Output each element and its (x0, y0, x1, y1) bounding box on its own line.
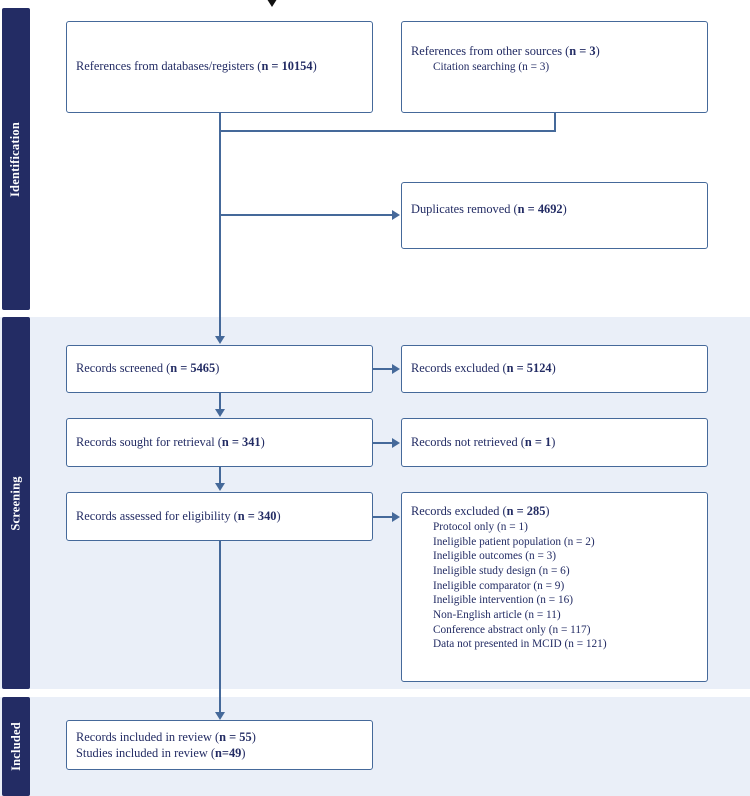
databases-text: References from databases/registers ( (76, 59, 262, 74)
sought-tail: ) (260, 434, 265, 449)
box-duplicates-removed: Duplicates removed (n = 4692) (401, 182, 708, 249)
arrow-screened-excluded-icon (392, 364, 400, 374)
not-retrieved-count: n = 1 (524, 434, 552, 449)
screened-excluded-tail: ) (551, 361, 556, 376)
box-references-from-other-sources: References from other sources (n = 3) Ci… (401, 21, 708, 113)
screened-text: Records screened ( (76, 361, 171, 376)
included-records-count: n = 55 (219, 730, 252, 744)
included-records-tail: ) (251, 730, 256, 744)
box-records-included-in-review: Records included in review (n = 55) Stud… (66, 720, 373, 770)
arrow-eligibility-excluded-icon (392, 512, 400, 522)
exclusion-reason: Non-English article (n = 11) (433, 608, 561, 621)
included-line-2: Studies included in review (n=49) (76, 746, 363, 762)
screened-tail: ) (215, 361, 220, 376)
connector-screened-to-sought (219, 393, 221, 410)
connector-assessed-to-included (219, 541, 221, 714)
box-references-from-databases: References from databases/registers (n =… (66, 21, 373, 113)
exclusion-reason: Protocol only (n = 1) (433, 520, 528, 533)
screened-excluded-count: n = 5124 (506, 361, 552, 376)
other-sources-citation-searching: Citation searching (n = 3) (433, 60, 550, 73)
duplicates-text-line: Duplicates removed (n = 4692) (411, 202, 698, 218)
screened-text-line: Records screened (n = 5465) (76, 361, 219, 377)
phase-label-screening: Screening (8, 475, 23, 531)
screened-excluded-text: Records excluded ( (411, 361, 507, 376)
included-studies-text: Studies included in review ( (76, 745, 216, 760)
arrow-to-duplicates-icon (392, 210, 400, 220)
exclusion-reason: Ineligible patient population (n = 2) (433, 535, 595, 548)
box-records-assessed-for-eligibility: Records assessed for eligibility (n = 34… (66, 492, 373, 541)
not-retrieved-text-line: Records not retrieved (n = 1) (411, 435, 555, 451)
connector-assessed-to-excluded (373, 516, 393, 518)
connector-sought-to-not-retrieved (373, 442, 393, 444)
phase-label-included: Included (8, 722, 23, 771)
box-records-excluded-screening: Records excluded (n = 5124) (401, 345, 708, 393)
phase-bar-identification: Identification (2, 8, 30, 310)
included-studies-count: n=49 (215, 745, 242, 760)
sought-text-line: Records sought for retrieval (n = 341) (76, 435, 265, 451)
assessed-text: Records assessed for eligibility ( (76, 508, 238, 523)
duplicates-tail: ) (562, 202, 567, 216)
screened-count: n = 5465 (170, 361, 216, 376)
eligibility-excluded-text: Records excluded ( (411, 504, 507, 518)
exclusion-reason: Ineligible outcomes (n = 3) (433, 550, 557, 563)
arrow-screened-to-sought-icon (215, 409, 225, 417)
arrow-sought-to-assessed-icon (215, 483, 225, 491)
sought-text: Records sought for retrieval ( (76, 434, 222, 449)
included-line-1: Records included in review (n = 55) (76, 730, 363, 746)
eligibility-excluded-count: n = 285 (506, 504, 546, 518)
connector-sought-to-assessed (219, 467, 221, 484)
top-inflow-arrow-icon (265, 0, 279, 7)
box-records-sought-for-retrieval: Records sought for retrieval (n = 341) (66, 418, 373, 467)
arrow-to-included-icon (215, 712, 225, 720)
connector-screened-to-excluded (373, 368, 393, 370)
phase-bar-included: Included (2, 697, 30, 796)
assessed-text-line: Records assessed for eligibility (n = 34… (76, 509, 281, 525)
connector-databases-down (219, 113, 221, 132)
arrow-not-retrieved-icon (392, 438, 400, 448)
exclusion-reason: Ineligible comparator (n = 9) (433, 579, 565, 592)
other-sources-text: References from other sources ( (411, 44, 570, 58)
connector-trunk-to-duplicates (219, 214, 393, 216)
exclusion-reason: Ineligible study design (n = 6) (433, 564, 570, 577)
phase-label-identification: Identification (8, 121, 23, 197)
included-studies-tail: ) (241, 745, 246, 760)
box-records-not-retrieved: Records not retrieved (n = 1) (401, 418, 708, 467)
assessed-tail: ) (276, 508, 281, 523)
sought-count: n = 341 (221, 434, 261, 449)
databases-count: n = 10154 (261, 59, 313, 74)
phase-bar-screening: Screening (2, 317, 30, 689)
duplicates-count: n = 4692 (517, 202, 563, 216)
other-sources-text-line: References from other sources (n = 3) (411, 44, 698, 60)
exclusion-reason: Ineligible intervention (n = 16) (433, 594, 574, 607)
box-records-screened: Records screened (n = 5465) (66, 345, 373, 393)
connector-trunk-to-screened (219, 130, 221, 337)
duplicates-text: Duplicates removed ( (411, 202, 518, 216)
not-retrieved-tail: ) (551, 434, 556, 449)
eligibility-excluded-text-line: Records excluded (n = 285) (411, 504, 698, 520)
other-sources-tail: ) (595, 44, 600, 58)
not-retrieved-text: Records not retrieved ( (411, 434, 525, 449)
connector-merge-horizontal (219, 130, 556, 132)
included-records-text: Records included in review ( (76, 730, 220, 744)
connector-other-sources-down (554, 113, 556, 132)
screened-excluded-text-line: Records excluded (n = 5124) (411, 361, 556, 377)
other-sources-count: n = 3 (569, 44, 596, 58)
eligibility-excluded-tail: ) (545, 504, 550, 518)
exclusion-reason: Conference abstract only (n = 117) (433, 623, 591, 636)
databases-tail: ) (312, 59, 317, 74)
arrow-trunk-to-screened-icon (215, 336, 225, 344)
box-records-excluded-eligibility: Records excluded (n = 285) Protocol only… (401, 492, 708, 682)
assessed-count: n = 340 (237, 508, 277, 523)
exclusion-reason: Data not presented in MCID (n = 121) (433, 638, 607, 651)
databases-text-line: References from databases/registers (n =… (76, 59, 317, 75)
